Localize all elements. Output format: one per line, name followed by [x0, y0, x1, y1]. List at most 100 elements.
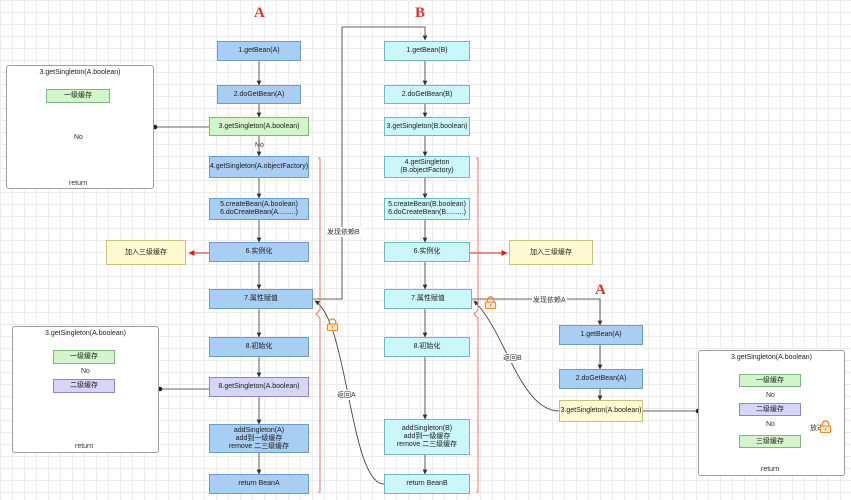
b-do-get-bean[interactable]: 2.doGetBean(B) [384, 85, 470, 104]
b-do-get-bean-label: 2.doGetBean(B) [401, 90, 453, 98]
a-get-singleton-again-label: 8.getSingleton(A.boolean) [218, 383, 300, 390]
heading-a2: A [595, 282, 606, 298]
a-add-singleton-line1: addSingleton(A) [233, 426, 285, 434]
a2-get-bean[interactable]: 1.getBean(A) [559, 325, 643, 345]
lock-icon [326, 318, 339, 331]
panel3-no2: No [766, 421, 775, 428]
b-do-create-bean-label: 6.doCreateBean(B.........) [388, 209, 466, 216]
b-populate-label: 7.属性赋值 [411, 295, 445, 302]
edge-label-return-b: 返回B [502, 353, 523, 363]
a2-get-singleton[interactable]: 3.getSingleton(A.boolean) [559, 400, 643, 422]
panel-get-singleton-3: 3.getSingleton(A.boolean) 一级缓存 No 二级缓存 N… [698, 350, 845, 476]
edge-label-no: No [255, 142, 264, 149]
a-add-singleton-line2: add到一级缓存 [235, 434, 283, 442]
b-return-bean[interactable]: return BeanB [384, 474, 470, 494]
edge-label-found-dep-b: 发现依赖B [326, 227, 361, 237]
panel3-level1-label: 一级缓存 [756, 376, 784, 384]
b-get-singleton-factory-line2: (B.objectFactory) [400, 167, 454, 174]
lock-icon [819, 420, 832, 433]
b-instantiate[interactable]: 6.实例化 [384, 242, 470, 262]
b-add-third-cache[interactable]: 加入三级缓存 [509, 240, 593, 265]
b-instantiate-label: 6.实例化 [413, 248, 441, 255]
lock-icon [484, 296, 497, 309]
a-add-singleton-line3: remove 二三级缓存 [228, 442, 290, 450]
panel2-level1-cache[interactable]: 一级缓存 [53, 350, 115, 364]
panel2-level2-label: 二级缓存 [70, 382, 98, 389]
panel3-level2-cache[interactable]: 二级缓存 [739, 403, 801, 416]
panel2-title: 3.getSingleton(A.boolean) [45, 330, 126, 337]
panel-get-singleton-2: 3.getSingleton(A.boolean) 一级缓存 No 二级缓存 r… [12, 326, 159, 453]
panel1-title: 3.getSingleton(A.boolean) [39, 69, 121, 76]
panel2-no: No [81, 368, 90, 375]
panel3-level2-label: 二级缓存 [756, 405, 784, 413]
panel3-return: return [761, 466, 780, 473]
brace-a [315, 157, 321, 493]
b-create-bean[interactable]: 5.createBean(B.boolean) 6.doCreateBean(B… [384, 198, 470, 220]
b-initialize-label: 8.初始化 [413, 343, 441, 350]
b-return-bean-label: return BeanB [406, 480, 448, 487]
a2-do-get-bean-label: 2.doGetBean(A) [575, 375, 627, 382]
panel3-title: 3.getSingleton(A.boolean) [731, 354, 812, 361]
a2-do-get-bean[interactable]: 2.doGetBean(A) [559, 369, 643, 389]
b-add-singleton-line2: add到一级缓存 [403, 433, 451, 440]
b-create-bean-label: 5.createBean(B.boolean) [388, 201, 466, 208]
b-add-singleton-line3: remove 二三级缓存 [396, 441, 458, 448]
panel3-level3-cache[interactable]: 三级缓存 [739, 435, 801, 448]
a-instantiate[interactable]: 6.实例化 [209, 242, 309, 262]
a-get-bean-label: 1.getBean(A) [238, 47, 280, 54]
panel1-level1-label: 一级缓存 [64, 92, 92, 99]
edge-label-return-a: 返回A [336, 390, 357, 400]
b-initialize[interactable]: 8.初始化 [384, 337, 470, 357]
b-get-singleton-factory-line1: 4.getSingleton [404, 159, 450, 166]
b-get-singleton[interactable]: 3.getSingleton(B.boolean) [384, 117, 470, 136]
panel1-no: No [74, 134, 83, 141]
a-instantiate-label: 6.实例化 [245, 248, 273, 255]
edge-found-dep-a [472, 298, 603, 326]
a-do-create-bean-label: 6.doCreateBean(A.........) [220, 209, 298, 216]
panel3-put-in: 放进 [809, 423, 825, 433]
a-initialize-label: 8.初始化 [245, 343, 273, 350]
b-get-singleton-label: 3.getSingleton(B.boolean) [386, 122, 468, 130]
a-do-get-bean[interactable]: 2.doGetBean(A) [217, 85, 301, 104]
a-return-bean[interactable]: return BeanA [209, 474, 309, 494]
a-initialize[interactable]: 8.初始化 [209, 337, 309, 357]
a-get-singleton-again[interactable]: 8.getSingleton(A.boolean) [209, 377, 309, 397]
panel-get-singleton-1: 3.getSingleton(A.boolean) 一级缓存 No return [6, 65, 154, 189]
b-get-bean-label: 1.getBean(B) [406, 47, 448, 54]
b-get-bean[interactable]: 1.getBean(B) [384, 41, 470, 61]
panel3-level1-cache[interactable]: 一级缓存 [739, 374, 801, 387]
edge-label-found-dep-a: 发现依赖A [532, 295, 567, 305]
heading-b: B [415, 5, 426, 21]
a-get-singleton-label: 3.getSingleton(A.boolean) [218, 122, 300, 130]
a-add-singleton[interactable]: addSingleton(A) add到一级缓存 remove 二三级缓存 [209, 424, 309, 453]
b-add-singleton[interactable]: addSingleton(B) add到一级缓存 remove 二三级缓存 [384, 419, 470, 455]
panel1-return: return [69, 180, 88, 187]
a-get-singleton-factory[interactable]: 4.getSingleton(A.objectFactory) [209, 156, 309, 178]
a-get-singleton[interactable]: 3.getSingleton(A.boolean) [209, 117, 309, 136]
edge-found-dep-b [313, 26, 428, 300]
b-add-singleton-line1: addSingleton(B) [401, 425, 453, 432]
brace-b [473, 157, 479, 493]
panel2-return: return [75, 443, 94, 450]
a-add-third-cache-label: 加入三级缓存 [125, 248, 167, 256]
b-populate[interactable]: 7.属性赋值 [384, 289, 472, 309]
a-create-bean[interactable]: 5.createBean(A.boolean) 6.doCreateBean(A… [209, 198, 309, 220]
a-do-get-bean-label: 2.doGetBean(A) [233, 90, 285, 98]
a-populate-label: 7.属性赋值 [244, 295, 278, 302]
a-create-bean-label: 5.createBean(A.boolean) [220, 201, 298, 208]
panel3-level3-label: 三级缓存 [756, 437, 784, 445]
a-add-third-cache[interactable]: 加入三级缓存 [106, 240, 186, 265]
panel2-level1-label: 一级缓存 [70, 353, 98, 360]
a-get-singleton-factory-label: 4.getSingleton(A.objectFactory) [209, 163, 309, 170]
panel2-level2-cache[interactable]: 二级缓存 [53, 379, 115, 393]
panel1-level1-cache[interactable]: 一级缓存 [46, 89, 110, 103]
heading-a: A [254, 5, 265, 21]
a-get-bean[interactable]: 1.getBean(A) [217, 41, 301, 61]
a-return-bean-label: return BeanA [238, 480, 280, 487]
b-get-singleton-factory[interactable]: 4.getSingleton (B.objectFactory) [384, 156, 470, 178]
panel3-no1: No [766, 392, 775, 399]
a-populate[interactable]: 7.属性赋值 [209, 289, 313, 309]
edge-return-b [473, 300, 560, 412]
b-add-third-cache-label: 加入三级缓存 [530, 248, 572, 256]
a2-get-singleton-label: 3.getSingleton(A.boolean) [560, 407, 642, 414]
